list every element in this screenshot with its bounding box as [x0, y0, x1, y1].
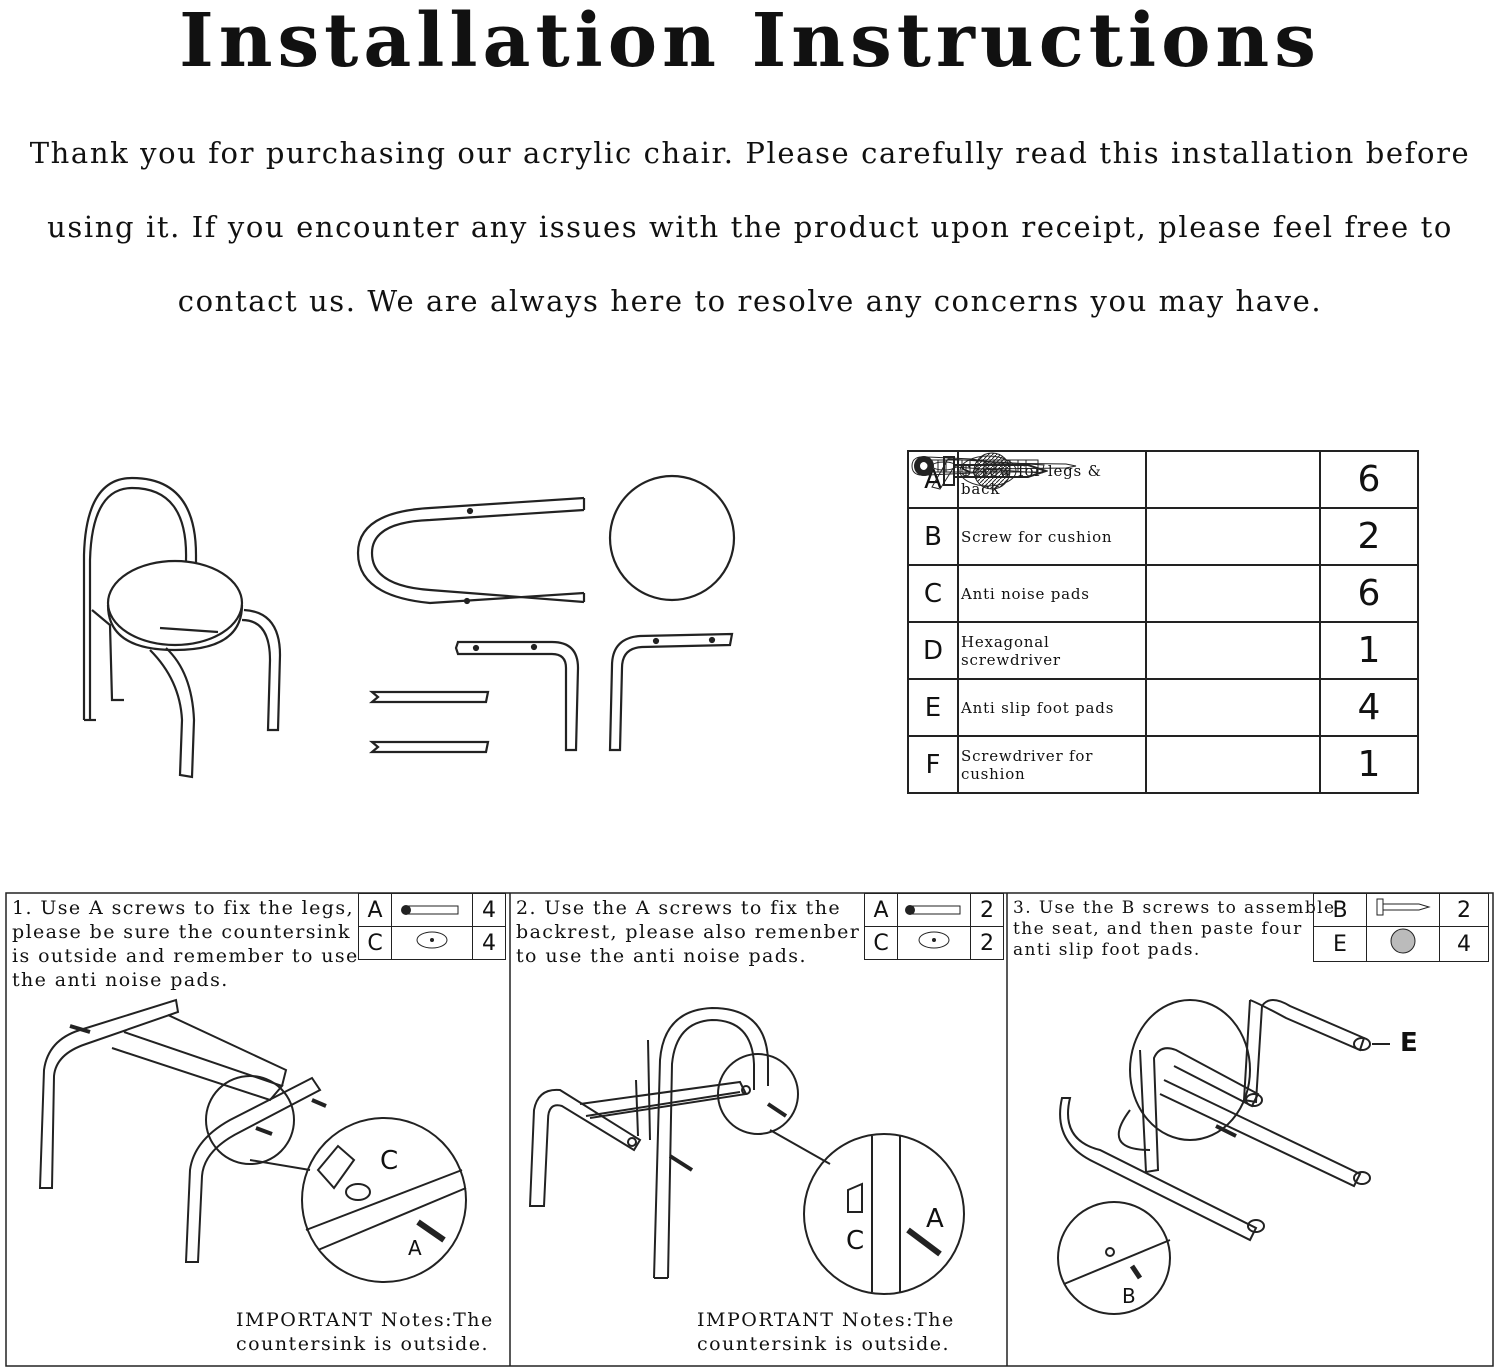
step-2-parts: A 2 C 2 [864, 893, 1004, 960]
noise-pad-icon [897, 926, 971, 960]
part-letter: C [907, 564, 959, 623]
step-1-parts: A 4 C 4 [358, 893, 506, 960]
assembled-chair-illustration [82, 476, 282, 779]
step-1-callout-c: C [380, 1146, 399, 1176]
part-letter: E [907, 678, 959, 737]
hex-screw-icon [391, 893, 473, 927]
foot-pad-icon [973, 452, 1321, 737]
part-name: Hexagonal screwdriver [957, 621, 1147, 680]
step-2-callout-a: A [926, 1204, 944, 1234]
intro-line-2: using it. If you encounter any issues wi… [47, 210, 1453, 244]
step-1-text: 1. Use A screws to fix the legs, please … [12, 897, 359, 991]
step-2-note: IMPORTANT Notes:The countersink is outsi… [697, 1309, 955, 1355]
part-quantity: 6 [1319, 450, 1419, 509]
part-quantity: 1 [1319, 735, 1419, 794]
step-3-parts: B 2 E 4 [1313, 893, 1489, 962]
part-quantity: 1 [1319, 621, 1419, 680]
part-quantity: 4 [1319, 678, 1419, 737]
part-letter: D [907, 621, 959, 680]
noise-pad-icon [959, 455, 1321, 623]
page-title: Installation Instructions [179, 0, 1321, 84]
step-1-callout-a: A [408, 1236, 422, 1260]
part-name: Anti noise pads [957, 564, 1147, 623]
seat-cushion-illustration [608, 474, 736, 602]
part-name: Anti slip foot pads [957, 678, 1147, 737]
step-3-callout-e: E [1400, 1028, 1418, 1058]
part-letter: B [907, 507, 959, 566]
part-quantity: 6 [1319, 564, 1419, 623]
step-3-callout-b: B [1122, 1284, 1136, 1308]
intro-line-3: contact us. We are always here to resolv… [177, 284, 1323, 318]
step-2-callout-c: C [846, 1226, 865, 1256]
backrest-frame-illustration [356, 496, 586, 605]
part-letter: F [907, 735, 959, 794]
wood-screw-icon [943, 456, 1321, 566]
part-quantity: 2 [1319, 507, 1419, 566]
step-3-text: 3. Use the B screws to assemble the seat… [1013, 898, 1336, 960]
step-1-note: IMPORTANT Notes:The countersink is outsi… [236, 1309, 494, 1355]
part-name: Screw for cushion [957, 507, 1147, 566]
step-2-text: 2. Use the A screws to fix the backrest,… [516, 897, 861, 967]
hex-key-icon [931, 458, 1321, 680]
screwdriver-icon [911, 456, 1321, 794]
hex-screw-icon [897, 893, 971, 927]
leg-tubes-illustration [368, 632, 734, 754]
intro-line-1: Thank you for purchasing our acrylic cha… [29, 136, 1471, 170]
part-name: Screwdriver for cushion [957, 735, 1147, 794]
